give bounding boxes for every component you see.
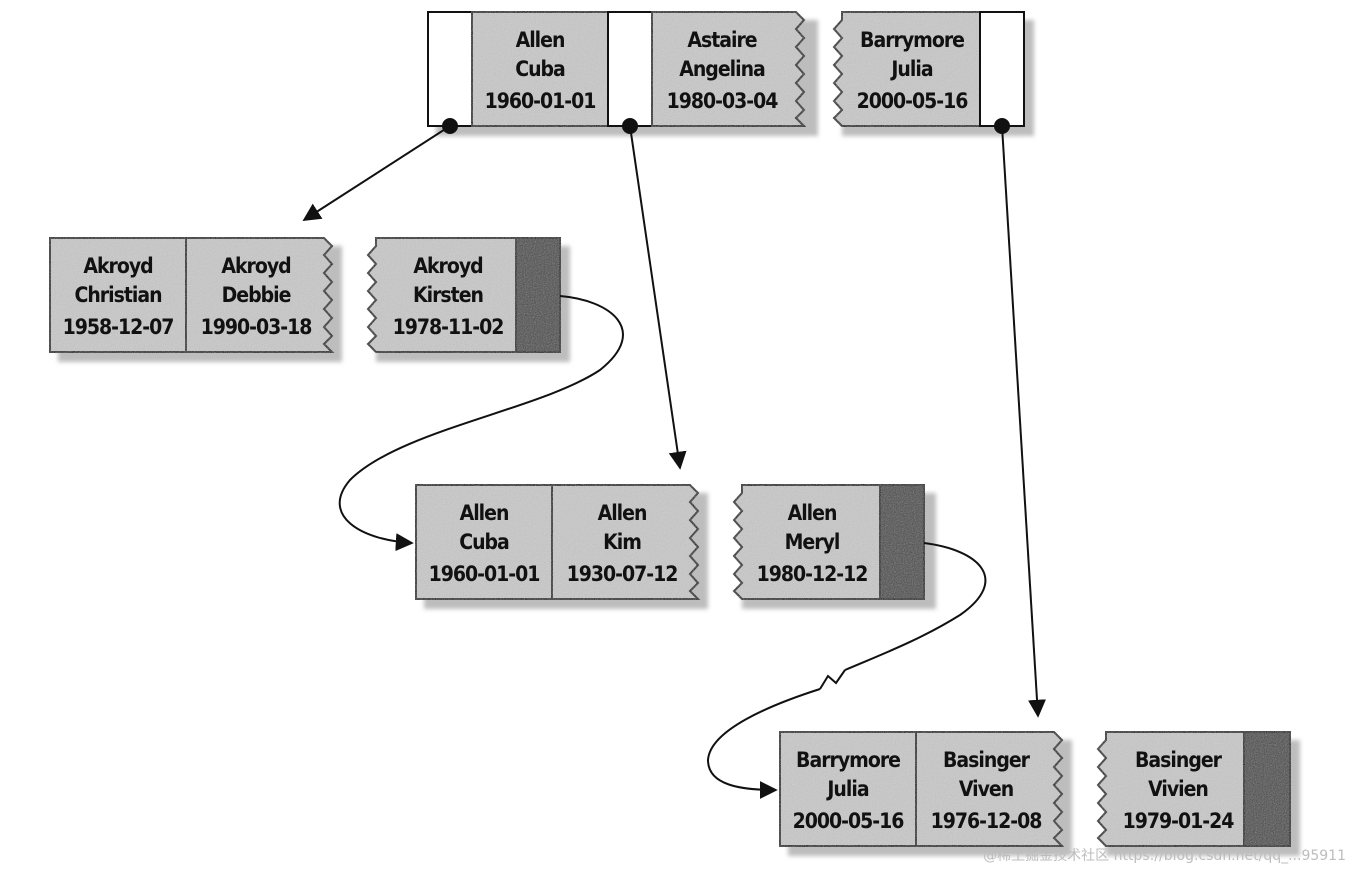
root-node-right-part — [832, 11, 1025, 127]
leaf-3-entry-1-date: 2000-05-16 — [793, 809, 905, 833]
leaf-3-entry-3-last: Basinger — [1135, 748, 1223, 772]
root-entry-1-date: 1960-01-01 — [485, 89, 596, 113]
leaf-2-entry-1-cell — [415, 484, 553, 600]
leaf-2-entry-3-last: Allen — [788, 501, 837, 525]
leaf-2-entry-2-first: Kim — [603, 530, 641, 554]
root-entry-1-first: Cuba — [515, 57, 565, 81]
leaf-2-entry-2-date: 1930-07-12 — [567, 562, 678, 586]
root-pointer-cell-2 — [607, 11, 653, 127]
leaf-2-entry-1-first: Cuba — [459, 530, 509, 554]
leaf-3-next-pointer-cell — [1243, 731, 1291, 847]
leaf-1-entry-3-first: Kirsten — [413, 283, 483, 307]
root-entry-3-first: Julia — [889, 57, 932, 81]
watermark-text: @稀土掘金技术社区 https://blog.csdn.net/qq_...95… — [983, 848, 1346, 864]
leaf-2-entry-1-date: 1960-01-01 — [429, 562, 540, 586]
leaf-1-entry-3-last: Akroyd — [413, 254, 482, 278]
leaf-1-entry-1-date: 1958-12-07 — [63, 315, 174, 339]
root-pointer-cell-3 — [979, 11, 1025, 127]
leaf-3-entry-3-first: Vivien — [1148, 777, 1208, 801]
root-node: Allen Cuba 1960-01-01 Astaire Angelina 1… — [427, 11, 1034, 136]
leaf-node-2: Allen Cuba 1960-01-01 Allen Kim 1930-07-… — [415, 484, 936, 609]
arrow-root-to-leaf-1 — [302, 125, 451, 221]
leaf-3-entry-2-first: Viven — [959, 777, 1013, 801]
leaf-2-entry-2-last: Allen — [598, 501, 647, 525]
leaf-3-entry-2-date: 1976-12-08 — [931, 809, 1042, 833]
leaf-1-next-pointer-cell — [515, 237, 561, 353]
leaf-3-entry-1-first: Julia — [825, 777, 868, 801]
leaf-1-entry-1-cell — [49, 237, 187, 353]
leaf-2-next-pointer-cell — [879, 484, 925, 600]
leaf-1-entry-3-date: 1978-11-02 — [393, 315, 504, 339]
root-entry-3-last: Barrymore — [860, 28, 964, 52]
leaf-2-entry-3-cell — [732, 484, 881, 600]
arrow-break-mark — [819, 669, 846, 690]
leaf-2-entry-1-last: Allen — [460, 501, 509, 525]
leaf-2-entry-3-first: Meryl — [785, 530, 840, 554]
arrow-leaf-2-to-leaf-3-b — [706, 688, 821, 799]
leaf-1-entry-2-first: Debbie — [222, 283, 291, 307]
root-entry-1-last: Allen — [516, 28, 565, 52]
leaf-node-3: Barrymore Julia 2000-05-16 Basinger Vive… — [779, 731, 1300, 856]
root-pointer-cell-1 — [427, 11, 473, 127]
arrow-root-to-leaf-2 — [629, 125, 687, 470]
leaf-3-entry-3-cell — [1096, 731, 1245, 847]
root-entry-3-cell — [832, 11, 981, 127]
root-entry-2-cell — [651, 11, 807, 127]
leaf-2-entry-3-date: 1980-12-12 — [757, 562, 868, 586]
root-entry-2-last: Astaire — [687, 28, 756, 52]
root-entry-2-date: 1980-03-04 — [667, 89, 779, 113]
leaf-1-entry-3-cell — [366, 237, 517, 353]
leaf-1-entry-2-cell — [185, 237, 335, 353]
leaf-3-entry-2-cell — [915, 731, 1065, 847]
pointer-arrows — [302, 125, 1046, 799]
arrow-leaf-1-to-leaf-2 — [338, 295, 624, 552]
leaf-node-1: Akroyd Christian 1958-12-07 Akroyd Debbi… — [49, 237, 570, 362]
leaf-1-entry-1-last: Akroyd — [83, 254, 152, 278]
root-entry-3-date: 2000-05-16 — [857, 89, 969, 113]
leaf-1-entry-1-first: Christian — [74, 283, 161, 307]
leaf-3-entry-1-last: Barrymore — [796, 748, 900, 772]
root-node-left-part — [427, 11, 807, 127]
arrow-leaf-2-to-leaf-3-a — [844, 542, 987, 671]
leaf-1-entry-2-last: Akroyd — [221, 254, 290, 278]
leaf-3-entry-2-last: Basinger — [943, 748, 1031, 772]
leaf-2-entry-2-cell — [551, 484, 701, 600]
leaf-1-entry-2-date: 1990-03-18 — [201, 315, 312, 339]
leaf-3-entry-3-date: 1979-01-24 — [1123, 809, 1235, 833]
root-entry-2-first: Angelina — [679, 57, 765, 81]
arrow-root-to-leaf-3 — [1001, 125, 1046, 718]
